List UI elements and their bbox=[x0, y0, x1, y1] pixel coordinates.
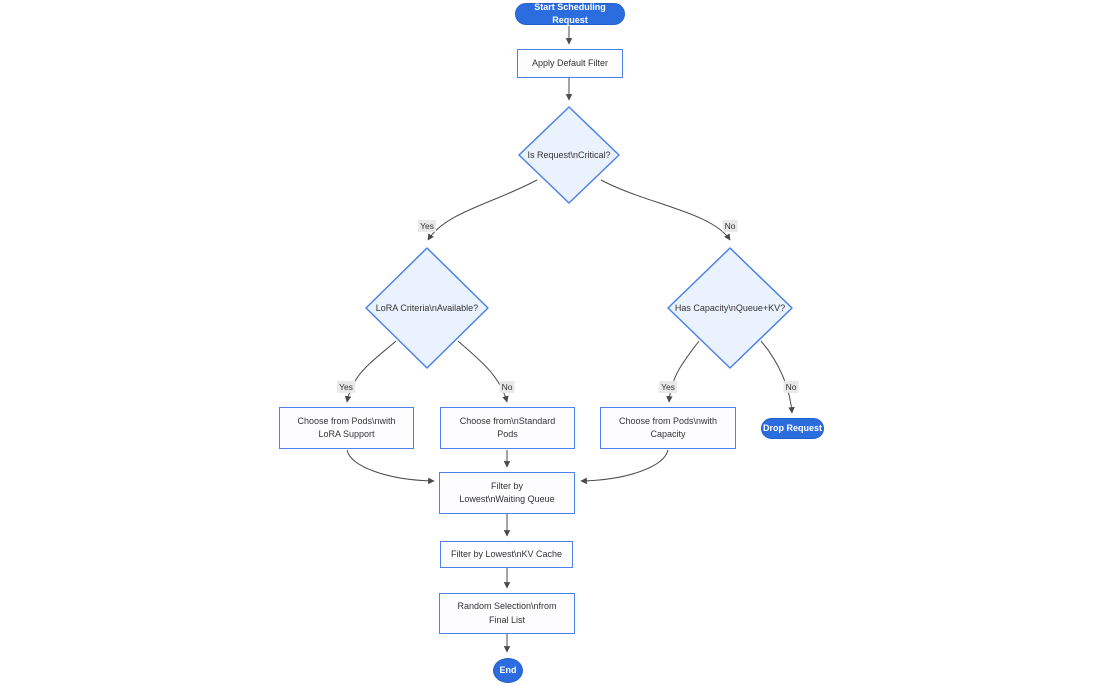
edge-label-lora-yes: Yes bbox=[337, 380, 355, 394]
node-random-selection: Random Selection\nfrom Final List bbox=[439, 593, 575, 634]
node-drop-request-label: Drop Request bbox=[762, 422, 822, 433]
node-choose-capacity-pods-label: Choose from Pods\nwith Capacity bbox=[618, 415, 718, 440]
node-choose-standard-pods: Choose from\nStandard Pods bbox=[440, 407, 575, 449]
decision-lora-available-shape bbox=[365, 247, 489, 369]
edge-capacity-yes bbox=[666, 340, 700, 403]
edge-capacity-no bbox=[760, 340, 795, 414]
node-has-capacity-label: Has Capacity\nQueue+KV? bbox=[674, 303, 786, 313]
edge-label-capacity-yes: Yes bbox=[659, 380, 677, 394]
node-filter-waiting-queue-label: Filter by Lowest\nWaiting Queue bbox=[459, 480, 555, 505]
node-choose-capacity-pods: Choose from Pods\nwith Capacity bbox=[600, 407, 736, 449]
node-choose-standard-pods-label: Choose from\nStandard Pods bbox=[459, 415, 556, 440]
node-choose-lora-pods-label: Choose from Pods\nwith LoRA Support bbox=[297, 415, 396, 440]
node-filter-waiting-queue: Filter by Lowest\nWaiting Queue bbox=[439, 472, 575, 514]
node-start-label: Start Scheduling Request bbox=[534, 1, 606, 26]
edge-capacitypods-to-filterqueue bbox=[580, 449, 669, 485]
edge-critical-yes bbox=[427, 179, 538, 241]
edge-critical-no bbox=[600, 179, 731, 241]
node-apply-default-filter-label: Apply Default Filter bbox=[531, 57, 609, 68]
node-start: Start Scheduling Request bbox=[515, 1, 625, 26]
node-choose-lora-pods: Choose from Pods\nwith LoRA Support bbox=[279, 407, 414, 449]
node-filter-kv-cache: Filter by Lowest\nKV Cache bbox=[440, 541, 573, 568]
node-apply-default-filter: Apply Default Filter bbox=[517, 49, 623, 78]
node-is-critical-label: Is Request\nCritical? bbox=[527, 150, 611, 160]
edge-lora-yes bbox=[344, 340, 397, 403]
decision-has-capacity-shape bbox=[667, 247, 793, 369]
node-random-selection-label: Random Selection\nfrom Final List bbox=[457, 601, 557, 625]
edge-label-critical-no: No bbox=[722, 219, 738, 233]
edge-label-capacity-no: No bbox=[783, 380, 799, 394]
edge-label-lora-no: No bbox=[499, 380, 515, 394]
node-filter-kv-cache-label: Filter by Lowest\nKV Cache bbox=[450, 548, 563, 559]
node-end: End bbox=[493, 658, 523, 683]
edge-label-critical-yes: Yes bbox=[418, 219, 436, 233]
node-drop-request: Drop Request bbox=[761, 418, 824, 439]
node-lora-available-label: LoRA Criteria\nAvailable? bbox=[375, 303, 479, 313]
decision-is-critical-shape bbox=[518, 106, 620, 204]
node-end-label: End bbox=[499, 664, 517, 675]
edge-lora-no bbox=[457, 340, 509, 403]
edge-lorapods-to-filterqueue bbox=[346, 449, 435, 485]
